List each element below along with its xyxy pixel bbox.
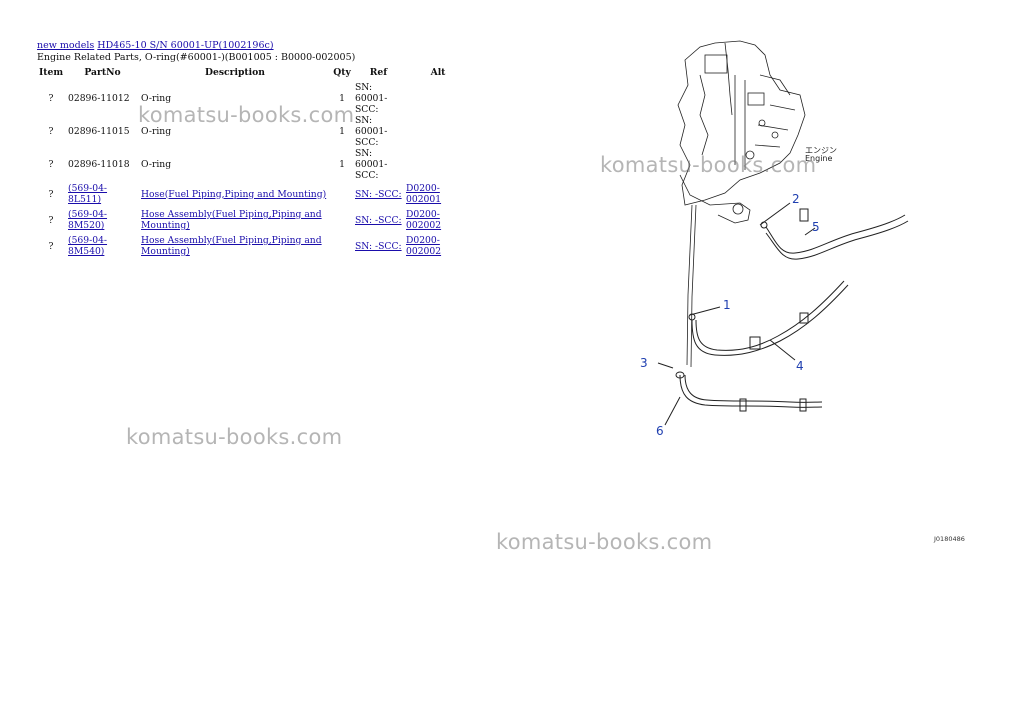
cell-partno: 02896-11018	[68, 159, 130, 170]
alt-link[interactable]: D0200-002002	[406, 209, 442, 231]
cell-ref: SN: -SCC:	[353, 233, 404, 259]
watermark: komatsu-books.com	[138, 103, 355, 127]
ref-link[interactable]: SN: -SCC:	[355, 214, 402, 226]
watermark: komatsu-books.com	[126, 425, 343, 449]
cell-qty: 1	[339, 93, 345, 104]
col-header-ref: Ref	[369, 67, 388, 78]
cell-partno: (569-04-8M520)	[66, 207, 139, 233]
cell-description: Hose Assembly(Fuel Piping,Piping and Mou…	[139, 233, 331, 259]
cell-qty: 1	[339, 126, 345, 137]
cell-ref: SN: -SCC:	[353, 207, 404, 233]
breadcrumb: new models HD465-10 S/N 60001-UP(1002196…	[37, 40, 274, 52]
cell-ref: SN: -SCC:	[353, 181, 404, 207]
cell-alt: D0200-002001	[404, 181, 472, 207]
cell-description: Hose Assembly(Fuel Piping,Piping and Mou…	[139, 207, 331, 233]
ref-link[interactable]: SN: -SCC:	[355, 188, 402, 200]
col-header-item: Item	[38, 67, 64, 78]
watermark: komatsu-books.com	[496, 530, 713, 554]
cell-partno: (569-04-8M540)	[66, 233, 139, 259]
drawing-code: J0180486	[934, 535, 965, 543]
cell-description: Hose(Fuel Piping,Piping and Mounting)	[139, 181, 331, 207]
page-subtitle: Engine Related Parts, O-ring(#60001-)(B0…	[37, 52, 356, 63]
cell-alt	[404, 148, 472, 181]
table-row: ? 02896-11018 O-ring 1 SN: 60001-SCC:	[36, 148, 472, 181]
description-link[interactable]: Hose(Fuel Piping,Piping and Mounting)	[141, 188, 327, 200]
partno-link[interactable]: (569-04-8L511)	[68, 183, 108, 205]
table-row: ? (569-04-8L511) Hose(Fuel Piping,Piping…	[36, 181, 472, 207]
alt-link[interactable]: D0200-002001	[406, 183, 442, 205]
table-row: ? (569-04-8M540) Hose Assembly(Fuel Pipi…	[36, 233, 472, 259]
hose-drawing	[657, 202, 909, 426]
cell-item: ?	[48, 126, 54, 137]
cell-alt: D0200-002002	[404, 233, 472, 259]
cell-item: ?	[48, 159, 54, 170]
engine-block-drawing	[677, 40, 806, 368]
cell-description: O-ring	[141, 159, 172, 170]
cell-ref: SN: 60001-SCC:	[355, 148, 388, 181]
partno-link[interactable]: (569-04-8M520)	[68, 209, 108, 231]
col-header-description: Description	[205, 67, 265, 78]
cell-description: O-ring	[141, 126, 172, 137]
col-header-qty: Qty	[333, 67, 351, 78]
cell-qty	[331, 233, 353, 259]
parts-table: Item PartNo Description Qty Ref Alt ? 02…	[36, 66, 472, 259]
table-header-row: Item PartNo Description Qty Ref Alt	[36, 66, 472, 82]
callout-2: 2	[792, 192, 800, 206]
cell-alt	[404, 115, 472, 148]
description-link[interactable]: Hose Assembly(Fuel Piping,Piping and Mou…	[141, 209, 322, 231]
cell-qty	[331, 207, 353, 233]
engine-label-jp: エンジン	[805, 146, 837, 155]
cell-item: ?	[48, 240, 54, 252]
new-models-link[interactable]: new models	[37, 40, 95, 51]
model-link[interactable]: HD465-10 S/N 60001-UP(1002196c)	[97, 40, 274, 51]
cell-ref: SN: 60001-SCC:	[355, 115, 388, 148]
cell-item: ?	[48, 93, 54, 104]
cell-alt	[404, 82, 472, 115]
alt-link[interactable]: D0200-002002	[406, 235, 442, 257]
callout-5: 5	[812, 220, 820, 234]
parts-diagram: 1 2 3 4 5 6 エンジン Engine	[640, 40, 909, 438]
callout-3: 3	[640, 356, 648, 370]
callout-6: 6	[656, 424, 664, 438]
cell-qty: 1	[339, 159, 345, 170]
table-row: ? 02896-11015 O-ring 1 SN: 60001-SCC:	[36, 115, 472, 148]
cell-description: O-ring	[141, 93, 172, 104]
engine-label-en: Engine	[805, 154, 832, 163]
watermark: komatsu-books.com	[600, 153, 817, 177]
description-link[interactable]: Hose Assembly(Fuel Piping,Piping and Mou…	[141, 235, 322, 257]
cell-item: ?	[48, 188, 54, 200]
cell-partno: 02896-11015	[68, 126, 130, 137]
cell-qty	[331, 181, 353, 207]
engine-label: エンジン Engine	[805, 146, 837, 163]
col-header-alt: Alt	[430, 67, 446, 78]
callout-4: 4	[796, 359, 804, 373]
callout-1: 1	[723, 298, 731, 312]
cell-partno: 02896-11012	[68, 93, 130, 104]
cell-partno: (569-04-8L511)	[66, 181, 139, 207]
cell-alt: D0200-002002	[404, 207, 472, 233]
cell-item: ?	[48, 214, 54, 226]
ref-link[interactable]: SN: -SCC:	[355, 240, 402, 252]
callout-group: 1 2 3 4 5 6	[640, 192, 820, 438]
table-row: ? (569-04-8M520) Hose Assembly(Fuel Pipi…	[36, 207, 472, 233]
table-row: ? 02896-11012 O-ring 1 SN: 60001-SCC:	[36, 82, 472, 115]
col-header-partno: PartNo	[84, 67, 121, 78]
partno-link[interactable]: (569-04-8M540)	[68, 235, 108, 257]
cell-ref: SN: 60001-SCC:	[355, 82, 388, 115]
